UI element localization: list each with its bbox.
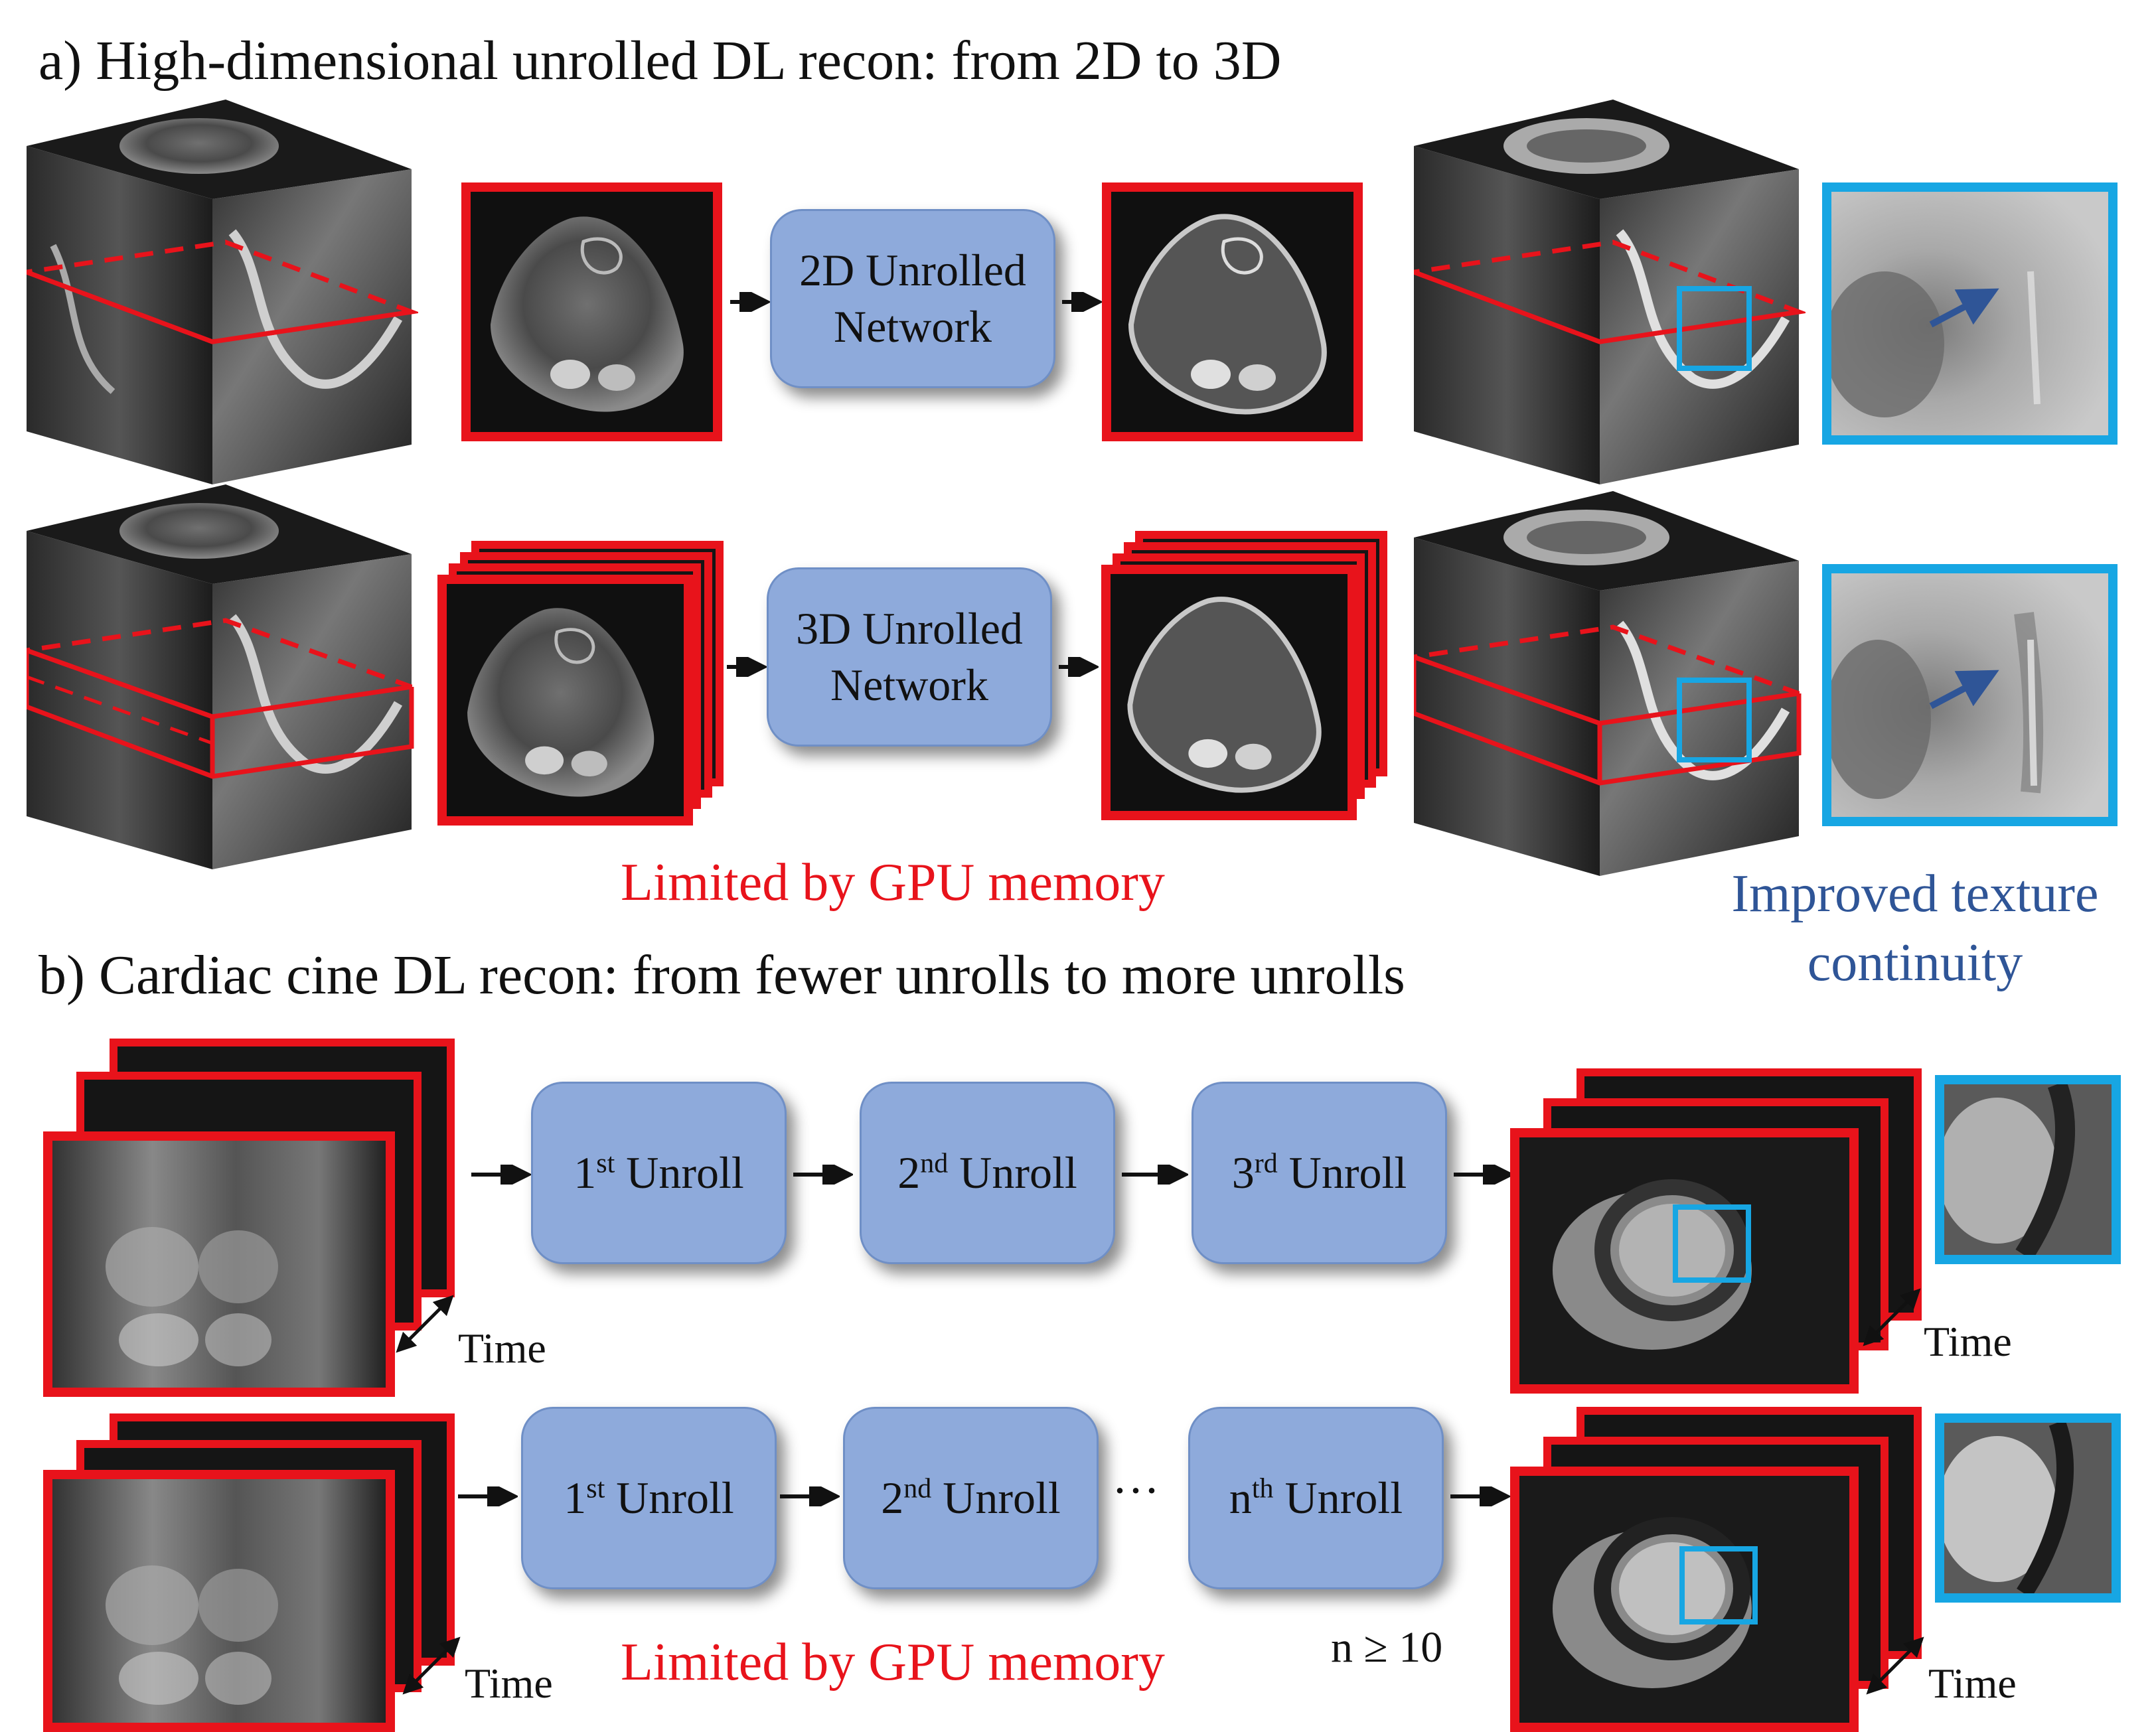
double-arrow-icon [1859,1284,1925,1350]
unroll-num: 1 [564,1473,587,1523]
input-slice-2d [461,182,722,441]
unroll-text: Unroll [931,1473,1061,1523]
unroll-box-row1-2: 2nd Unroll [860,1082,1115,1264]
unroll-box-row2-1: 1st Unroll [521,1407,777,1589]
cine-input-front-row1 [43,1131,395,1397]
time-label: Time [458,1325,546,1372]
network-3d-line1: 3D Unrolled [796,603,1023,654]
unroll-text: Unroll [615,1147,744,1198]
section-b-heading: b) Cardiac cine DL recon: from fewer unr… [38,944,1405,1006]
unroll-text: Unroll [605,1473,734,1523]
double-arrow-icon [398,1632,465,1699]
arrow-right-icon [1450,1486,1510,1506]
unroll-sup: rd [1254,1148,1278,1179]
double-arrow-icon [392,1291,458,1357]
cine-zoom-row2 [1935,1413,2121,1603]
arrow-right-icon [793,1165,853,1185]
arrow-right-icon [1062,292,1102,312]
unroll-box-row2-2: 2nd Unroll [843,1407,1099,1589]
unroll-num: 1 [574,1147,597,1198]
arrow-right-icon [471,1165,531,1185]
unroll-sup: nd [920,1148,949,1179]
texture-note-line1: Improved texture [1731,865,2099,923]
output-stack-front-3d [1101,565,1357,820]
texture-note-line2: continuity [1807,934,2023,992]
time-label: Time [1924,1318,2012,1365]
time-label: Time [465,1660,553,1707]
unroll-text: Unroll [948,1147,1077,1198]
input-stack-front-3d [437,575,693,826]
cine-zoom-row1 [1935,1075,2121,1264]
zoom-arrow-icon [1929,670,1999,709]
unroll-text: Unroll [1273,1473,1403,1523]
knee-volume-output-3d [1414,478,1806,876]
arrow-right-icon [780,1486,840,1506]
texture-continuity-note: Improved texture continuity [1696,859,2134,997]
double-arrow-icon [1862,1632,1928,1699]
n-condition-label: n ≥ 10 [1331,1623,1443,1672]
network-2d-line1: 2D Unrolled [799,245,1026,295]
arrow-right-icon [458,1486,518,1506]
knee-volume-output-2d [1414,100,1806,484]
zoom-arrow-icon [1929,288,1999,328]
zoom-patch-2d [1822,182,2118,445]
unroll-sup: th [1251,1473,1274,1504]
ellipsis: ··· [1112,1464,1160,1517]
unroll-num: 2 [881,1473,904,1523]
gpu-memory-note-b: Limited by GPU memory [621,1633,1165,1692]
output-slice-2d [1102,182,1363,441]
unroll-box-row1-3: 3rd Unroll [1192,1082,1447,1264]
arrow-right-icon [1122,1165,1188,1185]
unroll-num: 3 [1231,1147,1255,1198]
section-a-heading: a) High-dimensional unrolled DL recon: f… [38,30,1282,92]
arrow-right-icon [727,657,767,677]
cine-input-front-row2 [43,1470,395,1732]
unroll-sup: st [586,1473,605,1504]
unroll-text: Unroll [1277,1147,1407,1198]
network-2d-line2: Network [834,301,992,352]
cine-output-front-row1 [1510,1128,1859,1394]
zoom-patch-3d [1822,564,2118,826]
arrow-right-icon [1454,1165,1513,1185]
cine-output-front-row2 [1510,1467,1859,1732]
arrow-right-icon [1059,657,1099,677]
unroll-box-row2-n: nth Unroll [1188,1407,1444,1589]
unroll-sup: st [596,1148,615,1179]
unroll-box-row1-1: 1st Unroll [531,1082,787,1264]
unroll-num: 2 [897,1147,921,1198]
unroll-num: n [1229,1473,1252,1523]
unroll-sup: nd [903,1473,932,1504]
knee-volume-cube-2d [27,100,418,484]
arrow-right-icon [730,292,770,312]
knee-volume-cube-3d [27,484,418,869]
time-label: Time [1928,1660,2017,1707]
network-3d-line2: Network [830,660,988,710]
gpu-memory-note-a: Limited by GPU memory [621,853,1165,912]
